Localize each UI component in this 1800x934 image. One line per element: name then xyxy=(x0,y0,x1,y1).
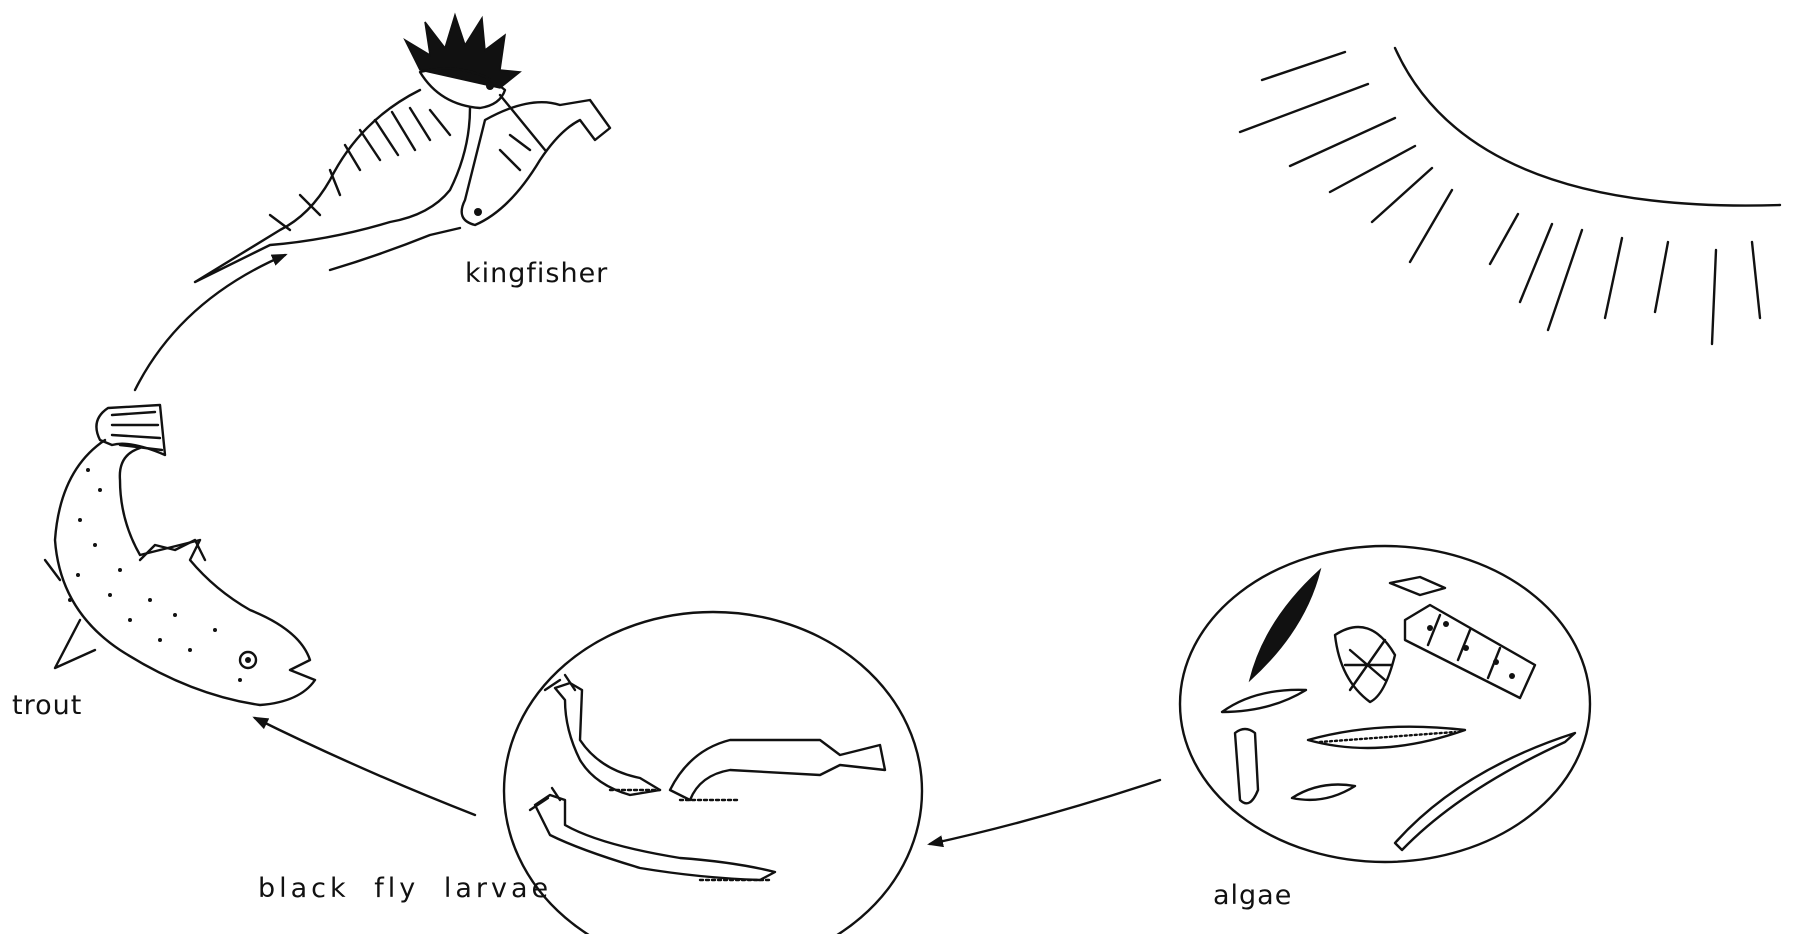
arrow-larvae-to-trout xyxy=(255,718,475,815)
arrow-algae-to-larvae xyxy=(930,780,1160,844)
algae-icon xyxy=(1180,546,1590,862)
kingfisher-label: kingfisher xyxy=(465,258,608,289)
food-chain-arrows xyxy=(135,255,1160,844)
sun-icon xyxy=(1240,48,1780,344)
black-fly-larvae-label: black fly larvae xyxy=(258,873,552,904)
algae-label: algae xyxy=(1213,880,1292,911)
trout-label: trout xyxy=(12,690,82,721)
black-fly-larvae-icon xyxy=(504,612,922,934)
trout-icon xyxy=(45,405,315,705)
kingfisher-icon xyxy=(195,15,610,282)
